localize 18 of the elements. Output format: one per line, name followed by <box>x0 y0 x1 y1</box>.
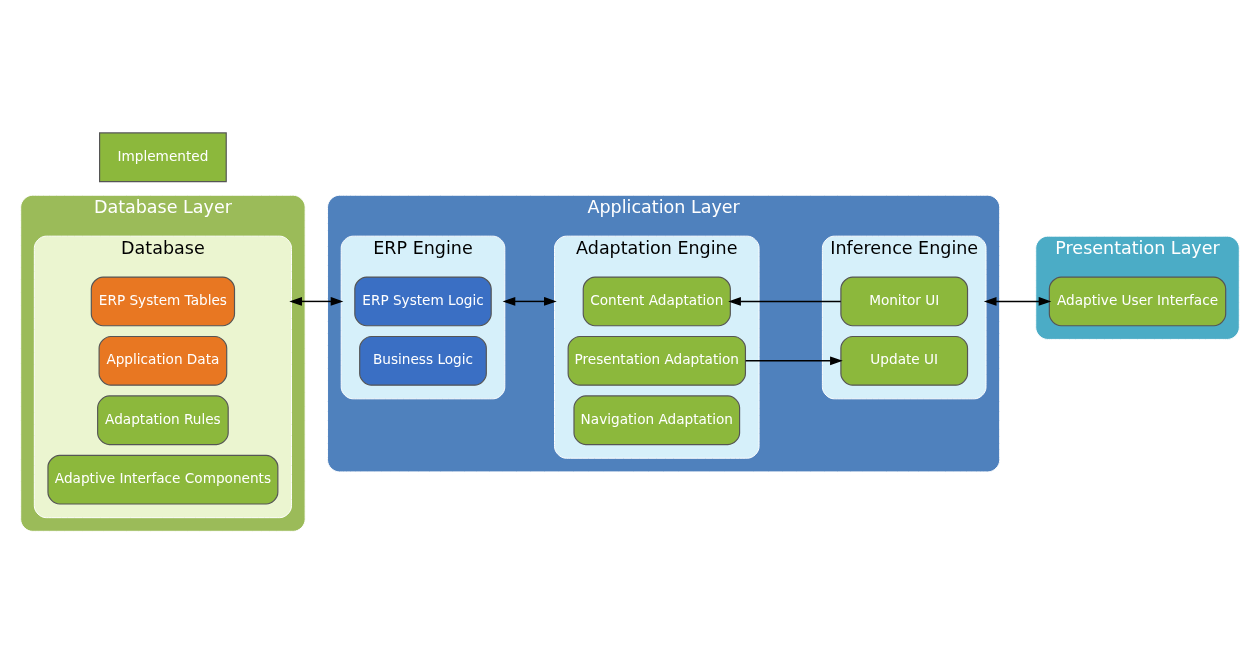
node-box: Adaptive Interface Components <box>47 454 279 505</box>
node-box: Update UI <box>840 335 969 386</box>
node-box: ERP System Logic <box>354 276 492 326</box>
node-box: Navigation Adaptation <box>573 394 741 445</box>
node-box: Monitor UI <box>840 276 969 326</box>
arrow <box>983 296 1052 306</box>
arrow <box>744 355 843 365</box>
arrow <box>289 296 344 306</box>
arrow <box>502 296 557 306</box>
node-box: ERP System Tables <box>90 276 236 326</box>
node-box: Presentation Adaptation <box>567 335 746 386</box>
node-box: Adaptive User Interface <box>1048 276 1227 326</box>
node-box: Application Data <box>98 335 228 386</box>
node-box: Adaptation Rules <box>97 394 229 445</box>
node-box: Content Adaptation <box>582 276 731 326</box>
arrow <box>728 296 842 306</box>
legend-label: Implemented <box>117 147 209 164</box>
node-box: Business Logic <box>359 335 487 386</box>
